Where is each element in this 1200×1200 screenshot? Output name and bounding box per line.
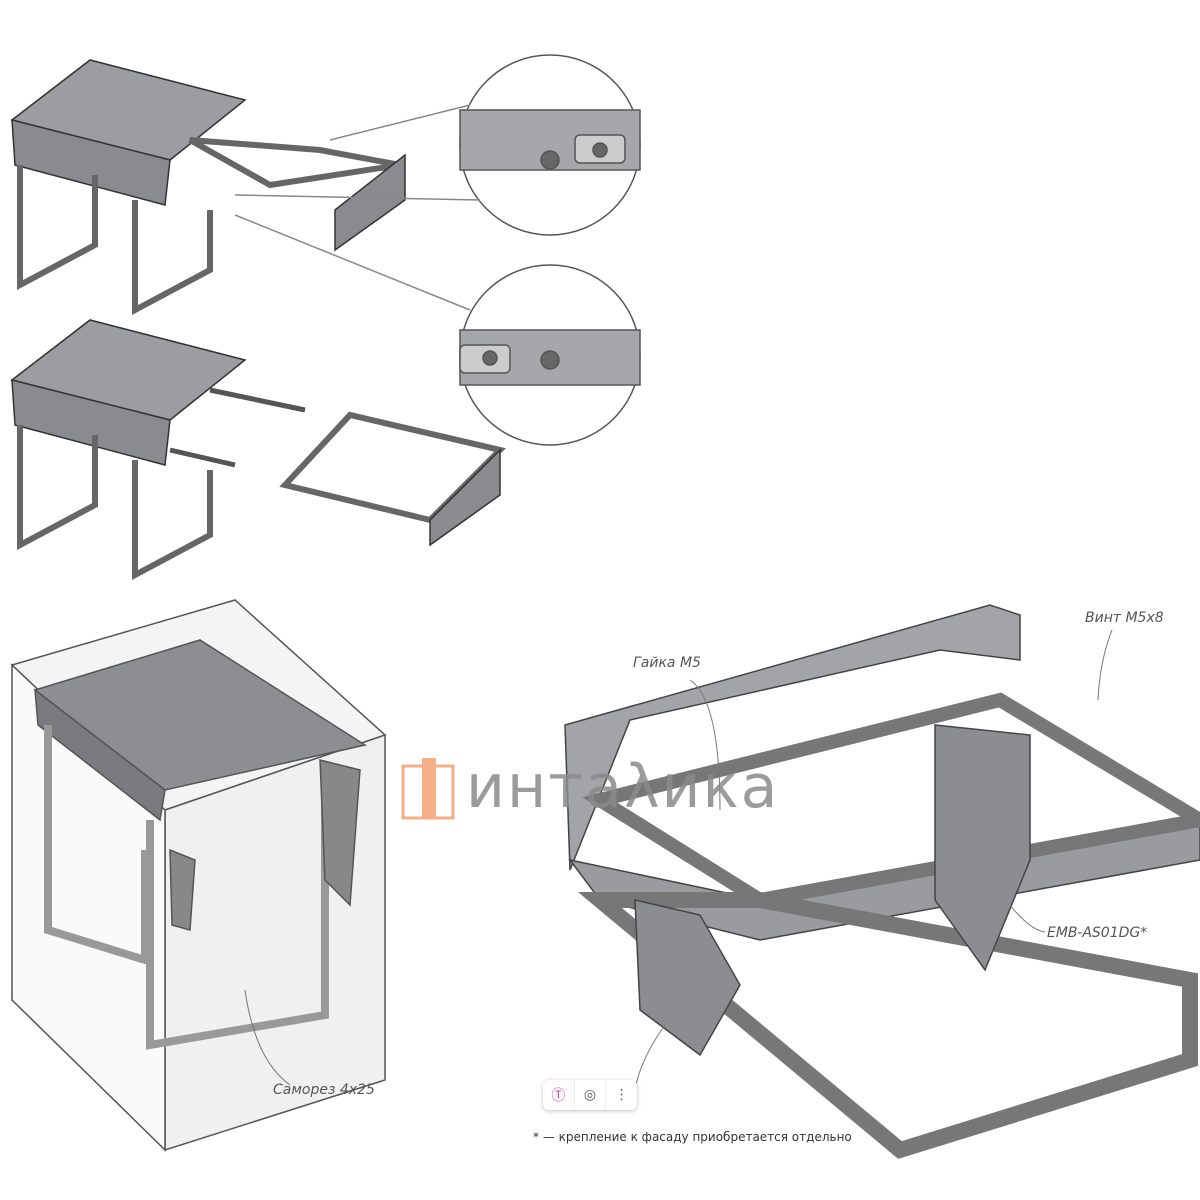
text-select-icon[interactable]: Ⓣ xyxy=(543,1080,575,1110)
logo-icon xyxy=(401,758,455,820)
frame-assembly xyxy=(564,604,1200,1159)
cabinet-installation xyxy=(10,599,387,1152)
image-toolbar: Ⓣ ◎ ⋮ xyxy=(543,1080,637,1110)
bin-unit-top xyxy=(10,59,406,315)
bin-unit-removed xyxy=(10,319,506,580)
watermark-text: интаλика xyxy=(466,752,780,822)
detail-circle-bottom xyxy=(234,214,641,446)
label-screw-m5x8: Винт M5x8 xyxy=(1085,610,1164,626)
footnote: * — крепление к фасаду приобретается отд… xyxy=(533,1130,852,1144)
label-nut-m5: Гайка M5 xyxy=(633,655,701,671)
lens-icon[interactable]: ◎ xyxy=(575,1080,607,1110)
watermark-logo: интаλика xyxy=(400,752,779,822)
leader-lines xyxy=(244,629,1113,1091)
more-vert-icon[interactable]: ⋮ xyxy=(614,1087,629,1103)
detail-circle-top xyxy=(234,54,641,236)
label-self-tapping-screw: Саморез 4x25 xyxy=(273,1082,375,1098)
label-bracket: EMB-AS01DG* xyxy=(1047,925,1148,941)
